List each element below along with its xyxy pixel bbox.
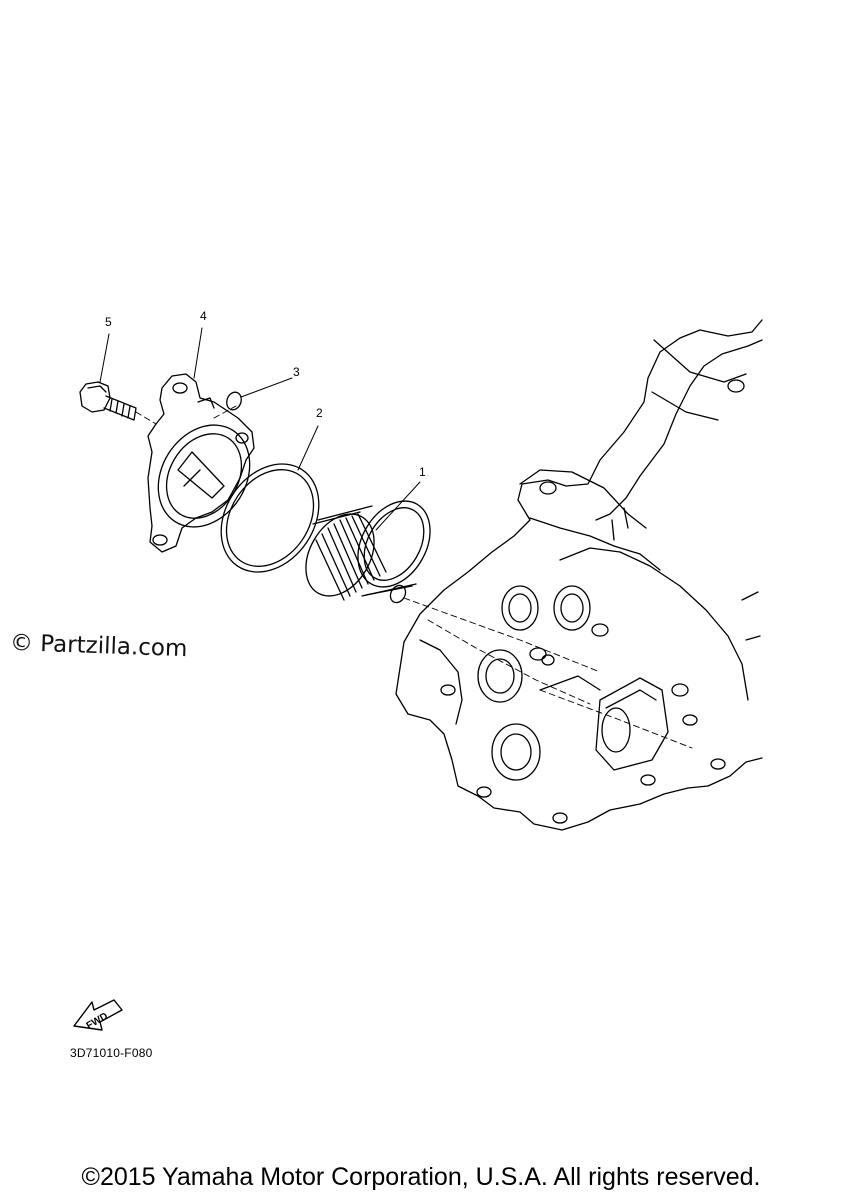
oil-filter-part-1 <box>305 500 431 604</box>
callout-label-3: 3 <box>293 365 300 379</box>
crankcase-outline <box>395 319 763 831</box>
figure-code: 3D71010-F080 <box>70 1046 153 1060</box>
callout-label-5: 5 <box>105 315 112 329</box>
leader-lines <box>99 327 421 531</box>
flange-bolt-part-5 <box>79 381 137 421</box>
callout-label-4: 4 <box>200 309 207 323</box>
large-o-ring-part-2 <box>220 463 320 573</box>
fwd-arrow-icon <box>73 999 123 1031</box>
callout-label-1: 1 <box>419 465 426 479</box>
copyright-notice: ©2015 Yamaha Motor Corporation, U.S.A. A… <box>81 1163 761 1191</box>
callout-label-2: 2 <box>316 406 323 420</box>
assembly-dashed-lines <box>135 405 693 749</box>
filter-cover-part-4 <box>147 373 255 553</box>
small-o-ring-part-3 <box>226 391 242 411</box>
